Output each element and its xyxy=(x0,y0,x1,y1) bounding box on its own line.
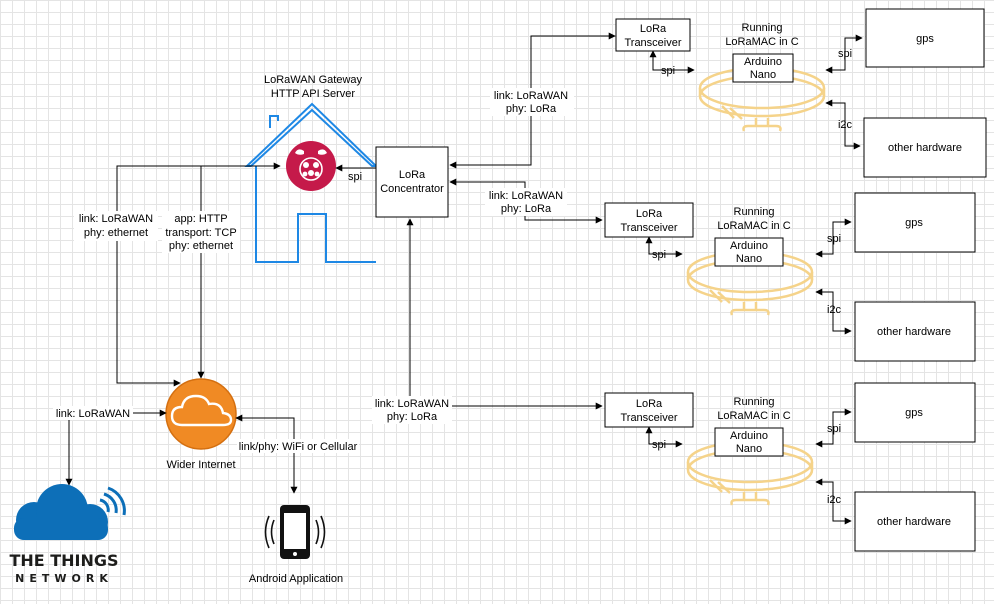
node2-spi-edge xyxy=(645,236,683,258)
node3-gps-label: gps xyxy=(905,407,923,419)
node1-arduino-label-1: Arduino xyxy=(744,56,782,68)
node3-arduino-box[interactable] xyxy=(714,427,784,457)
node2-gps-spi-label: spi xyxy=(827,233,841,245)
node2-other-hardware-box[interactable] xyxy=(854,301,976,362)
node1-i2c-label: i2c xyxy=(838,119,853,131)
node3-spi-label: spi xyxy=(652,439,666,451)
gateway-title-line2: HTTP API Server xyxy=(271,88,355,100)
node1-arduino-label-2: Nano xyxy=(750,69,776,81)
node2-gps-box[interactable] xyxy=(854,192,976,253)
ttn-cloud-logo xyxy=(14,484,126,540)
gateway-link-label-1: link: LoRaWAN xyxy=(79,213,153,225)
node2-arduino-label-1: Arduino xyxy=(730,240,768,252)
node1-transceiver-label-1: LoRa xyxy=(640,23,667,35)
node3-gps-box[interactable] xyxy=(854,382,976,443)
node3-transceiver-box[interactable] xyxy=(604,392,694,428)
gateway-internet-link-edge xyxy=(116,162,281,387)
smartphone-icon[interactable] xyxy=(264,505,326,559)
ttn-title-line1: THE THINGS xyxy=(9,551,118,570)
android-link-label: link/phy: WiFi or Cellular xyxy=(239,441,358,453)
raspberry-pi-icon xyxy=(286,141,336,191)
node2-other-hardware-label: other hardware xyxy=(877,326,951,338)
node1-arduino-box[interactable] xyxy=(732,53,794,83)
node1-link-label-1: link: LoRaWAN xyxy=(494,90,568,102)
node3-link-edge xyxy=(406,218,603,410)
ttn-link-edge xyxy=(65,409,167,486)
gateway-spi-label: spi xyxy=(348,171,362,183)
node3-arduino-label-2: Nano xyxy=(736,443,762,455)
node2-transceiver-box[interactable] xyxy=(604,202,694,238)
node1-spi-label: spi xyxy=(661,65,675,77)
gateway-link-label-2: phy: ethernet xyxy=(84,227,148,239)
node2-link-label-1: link: LoRaWAN xyxy=(489,190,563,202)
node3-i2c-label: i2c xyxy=(827,494,842,506)
node1-transceiver-label-2: Transceiver xyxy=(624,37,681,49)
node3-transceiver-label-2: Transceiver xyxy=(620,412,677,424)
node2-arduino-label-2: Nano xyxy=(736,253,762,265)
ttn-link-label: link: LoRaWAN xyxy=(56,408,130,420)
ttn-title-line2: NETWORK xyxy=(15,572,113,585)
node1-gps-label: gps xyxy=(916,33,934,45)
gateway-title-line1: LoRaWAN Gateway xyxy=(264,74,363,86)
gateway-http-label-2: transport: TCP xyxy=(165,227,236,239)
node3-running-label-2: LoRaMAC in C xyxy=(717,410,790,422)
internet-label: Wider Internet xyxy=(166,459,235,471)
node3-i2c-edge xyxy=(815,478,852,525)
node3-spi-edge xyxy=(645,426,683,448)
node1-spi-edge xyxy=(649,50,695,74)
concentrator-label-line2: Concentrator xyxy=(380,183,444,195)
node3-arduino-label-1: Arduino xyxy=(730,430,768,442)
node1-running-label-1: Running xyxy=(742,22,783,34)
sensor-node-3: LoRa Transceiver Running LoRaMAC in C Ar… xyxy=(604,382,976,552)
sensor-node-1: LoRa Transceiver Running LoRaMAC in C Ar… xyxy=(615,8,987,178)
node2-gps-spi-edge xyxy=(815,218,852,258)
node3-link-label-2: phy: LoRa xyxy=(387,411,438,423)
lora-concentrator-box[interactable] xyxy=(375,146,449,218)
node1-i2c-edge xyxy=(825,99,861,150)
node3-gps-spi-edge xyxy=(815,408,852,448)
gateway-group: LoRaWAN Gateway HTTP API Server LoRa Con… xyxy=(244,74,449,263)
node3-running-label-1: Running xyxy=(734,396,775,408)
android-link-edge xyxy=(235,414,298,494)
node3-other-hardware-box[interactable] xyxy=(854,491,976,552)
node2-transceiver-label-2: Transceiver xyxy=(620,222,677,234)
cloud-icon[interactable] xyxy=(165,378,237,450)
node1-transceiver-box[interactable] xyxy=(615,18,691,52)
node1-running-label-2: LoRaMAC in C xyxy=(725,36,798,48)
node2-link-label-2: phy: LoRa xyxy=(501,203,552,215)
gateway-http-label-3: phy: ethernet xyxy=(169,240,233,252)
node3-other-hardware-label: other hardware xyxy=(877,516,951,528)
sensor-node-2: LoRa Transceiver Running LoRaMAC in C Ar… xyxy=(604,192,976,362)
node2-gps-label: gps xyxy=(905,217,923,229)
node2-i2c-edge xyxy=(815,288,852,335)
node2-i2c-label: i2c xyxy=(827,304,842,316)
android-label: Android Application xyxy=(249,573,343,585)
node2-arduino-box[interactable] xyxy=(714,237,784,267)
node1-other-hardware-box[interactable] xyxy=(863,117,987,178)
node1-other-hardware-label: other hardware xyxy=(888,142,962,154)
gateway-http-label-1: app: HTTP xyxy=(174,213,227,225)
node2-transceiver-label-1: LoRa xyxy=(636,208,663,220)
concentrator-label-line1: LoRa xyxy=(399,169,426,181)
node2-running-label-2: LoRaMAC in C xyxy=(717,220,790,232)
node1-gps-spi-edge xyxy=(825,34,863,74)
node1-gps-spi-label: spi xyxy=(838,48,852,60)
node1-gps-box[interactable] xyxy=(865,8,985,68)
node3-link-label-1: link: LoRaWAN xyxy=(375,398,449,410)
node3-gps-spi-label: spi xyxy=(827,423,841,435)
node2-running-label-1: Running xyxy=(734,206,775,218)
node1-link-label-2: phy: LoRa xyxy=(506,103,557,115)
node2-spi-label: spi xyxy=(652,249,666,261)
node3-transceiver-label-1: LoRa xyxy=(636,398,663,410)
